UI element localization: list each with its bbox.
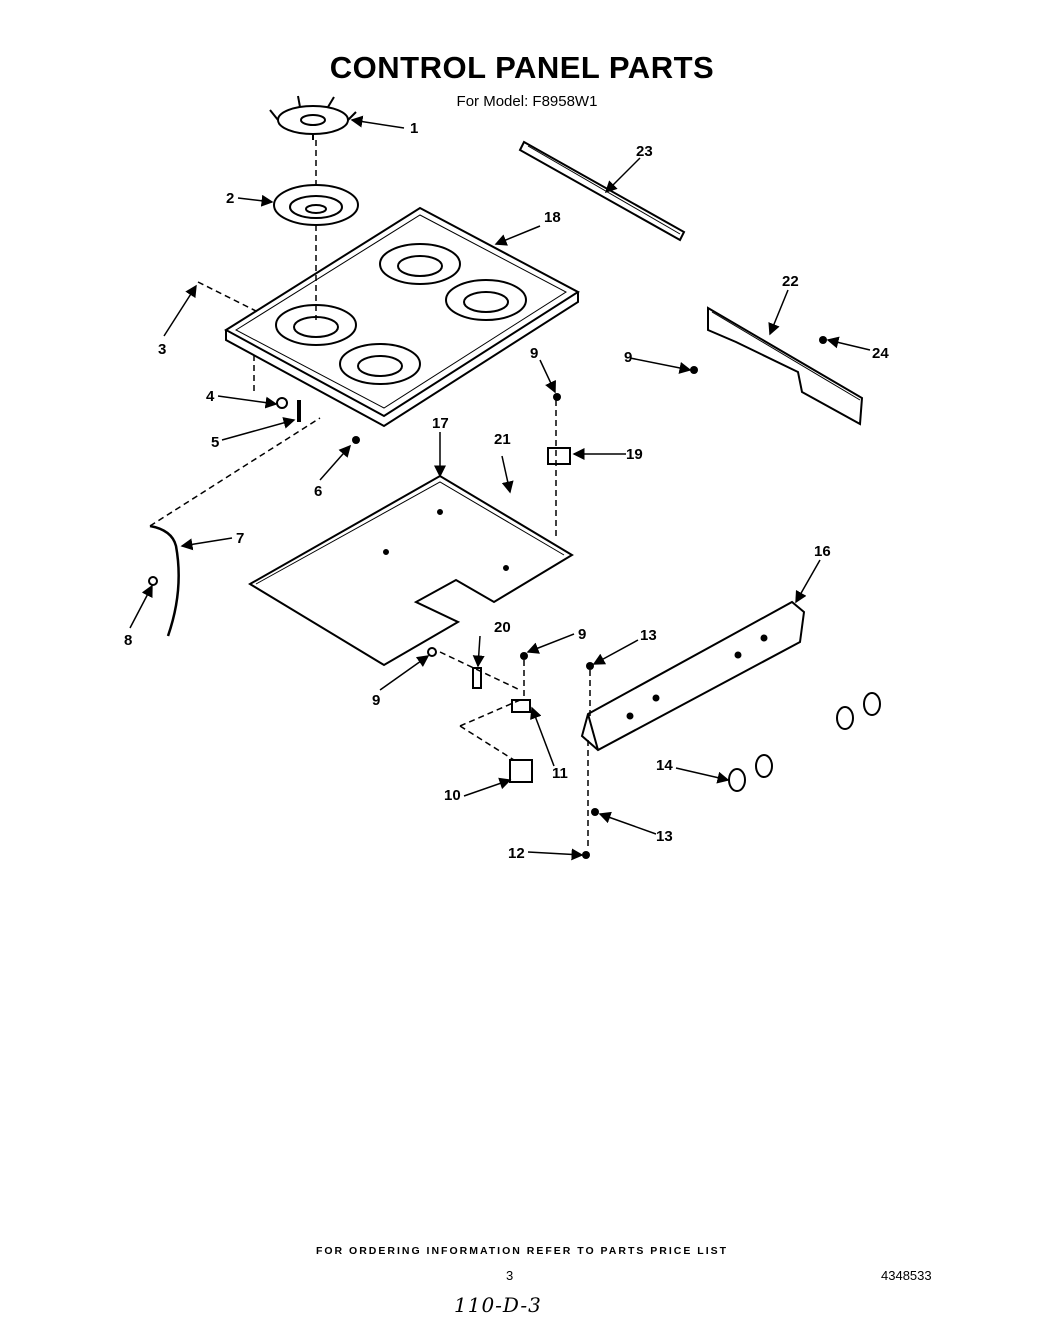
burner-grate [269,95,357,140]
leader-lines [129,115,871,861]
callout-9-lower-mid: 9 [578,626,586,643]
burner-box-panel [248,474,574,667]
callout-9-right: 9 [624,349,632,366]
callout-7: 7 [236,530,244,547]
callout-21: 21 [494,431,511,448]
callout-11: 11 [552,765,568,782]
cooktop-main-top [224,206,580,428]
drip-bowl [273,184,359,226]
callout-9-lower-left: 9 [372,692,380,709]
callout-13-bottom: 13 [656,828,673,845]
callout-3: 3 [158,341,166,358]
callout-24: 24 [872,345,889,362]
callout-5: 5 [211,434,219,451]
manifold-bracket [707,306,864,426]
page-title: CONTROL PANEL PARTS [329,50,715,85]
ordering-note: FOR ORDERING INFORMATION REFER TO PARTS … [315,1245,729,1257]
callout-22: 22 [782,273,799,290]
callout-labels: 1 2 3 4 5 6 7 8 9 9 9 9 10 11 12 13 13 1… [124,120,889,862]
control-knob-group [728,692,881,792]
callout-4: 4 [206,388,215,405]
callout-8: 8 [124,632,132,649]
callout-17: 17 [432,415,449,432]
callout-23: 23 [636,143,653,160]
assembly-lines [197,281,591,850]
callout-12: 12 [508,845,525,862]
callout-19: 19 [626,446,643,463]
callout-6: 6 [314,483,322,500]
callout-18: 18 [544,209,561,226]
callout-1: 1 [410,120,418,137]
callout-20: 20 [494,619,511,636]
page-number: 3 [506,1268,514,1283]
rear-trim-strip [518,140,686,242]
callout-16: 16 [814,543,831,560]
callout-14: 14 [656,757,673,774]
handwritten-note: 110-D-3 [454,1293,542,1317]
model-subtitle: For Model: F8958W1 [456,93,598,110]
callout-13-top: 13 [640,627,657,644]
document-number: 4348533 [881,1268,932,1283]
callout-10: 10 [444,787,461,804]
callout-9-top: 9 [530,345,538,362]
callout-2: 2 [226,190,234,207]
spark-lead-wire [149,524,180,637]
manifold-panel [580,600,806,752]
